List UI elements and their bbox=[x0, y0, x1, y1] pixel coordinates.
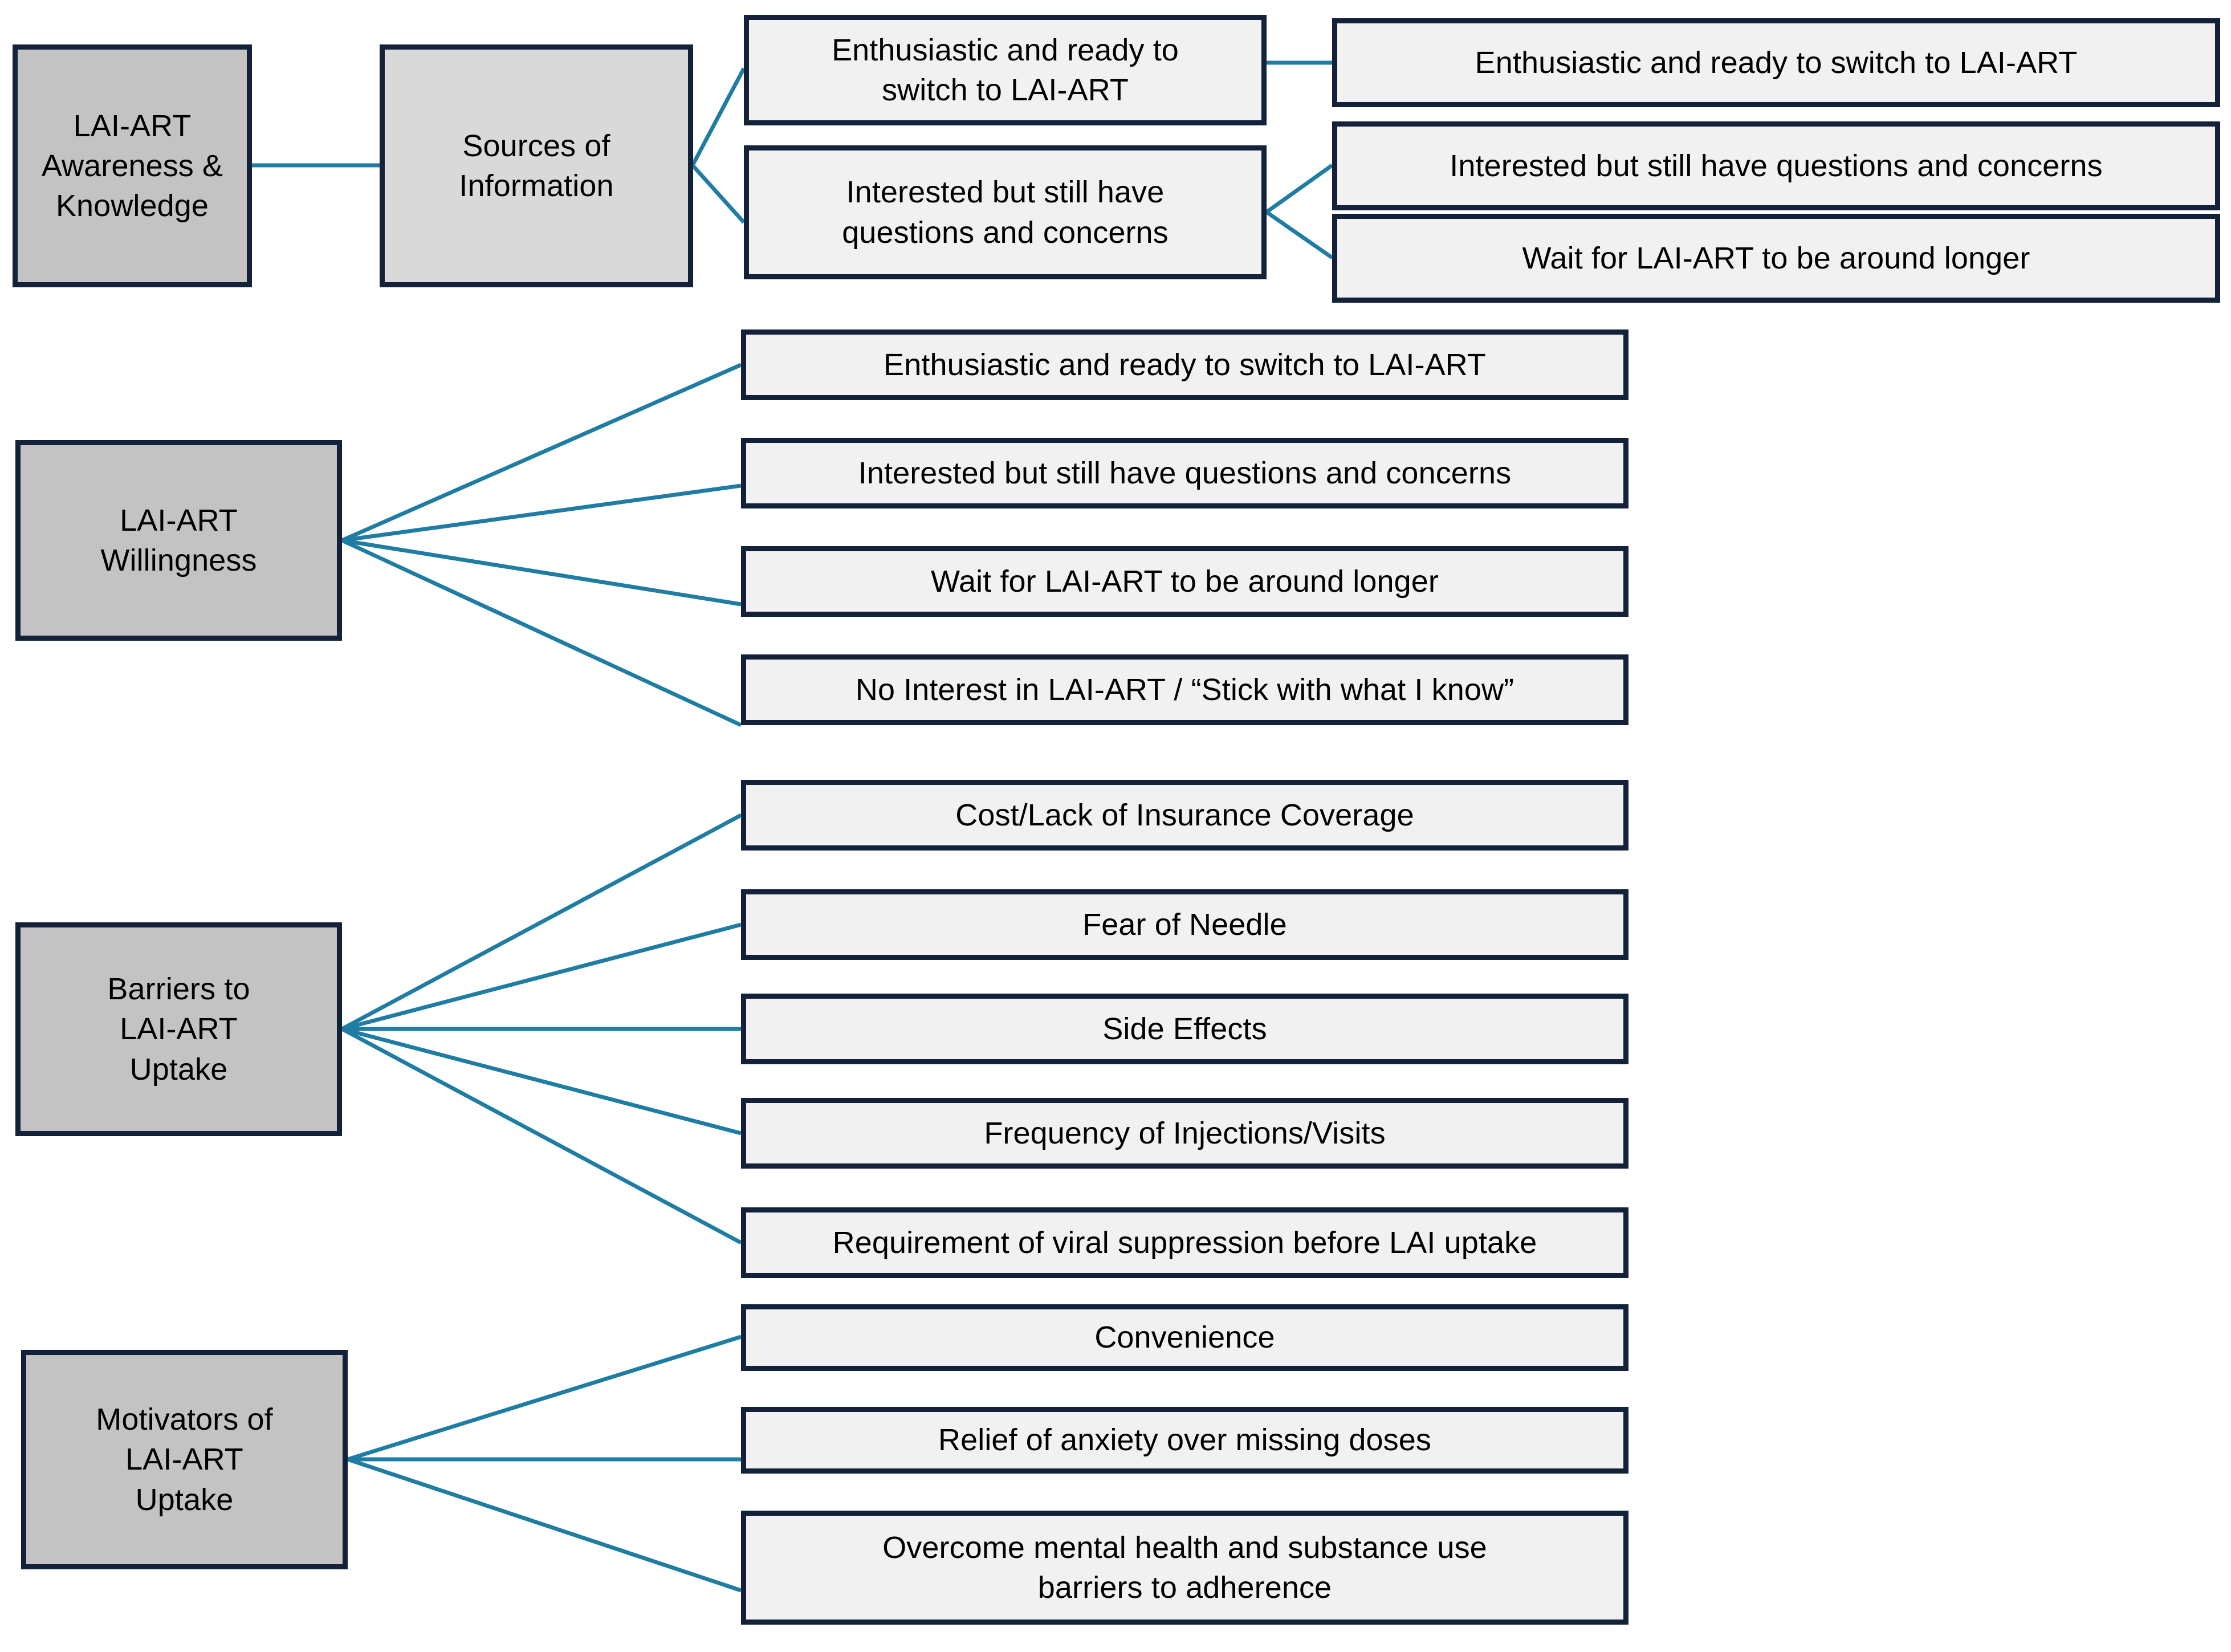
node-awareness-root[interactable]: LAI-ART Awareness & Knowledge bbox=[13, 44, 252, 287]
node-willingness-item-1-label: Enthusiastic and ready to switch to LAI-… bbox=[884, 347, 1486, 382]
node-awareness-middle-1[interactable]: Enthusiastic and ready to switch to LAI-… bbox=[744, 15, 1267, 125]
node-barriers-root-label: Barriers to LAI-ART Uptake bbox=[107, 972, 250, 1087]
connector-middle2-to-right3 bbox=[1265, 210, 1333, 259]
node-barriers-item-4[interactable]: Frequency of Injections/Visits bbox=[741, 1098, 1629, 1169]
node-awareness-middle-1-label: Enthusiastic and ready to switch to LAI-… bbox=[832, 32, 1179, 107]
connector-willingness-2 bbox=[341, 483, 742, 543]
connector-barriers-5 bbox=[341, 1027, 742, 1245]
node-barriers-item-5-label: Requirement of viral suppression before … bbox=[832, 1225, 1537, 1260]
node-motivators-item-1-label: Convenience bbox=[1094, 1320, 1275, 1355]
node-barriers-item-2-label: Fear of Needle bbox=[1082, 907, 1287, 942]
node-barriers-item-2[interactable]: Fear of Needle bbox=[741, 889, 1629, 960]
node-barriers-root[interactable]: Barriers to LAI-ART Uptake bbox=[15, 922, 342, 1136]
node-awareness-right-2-label: Interested but still have questions and … bbox=[1450, 148, 2103, 183]
node-motivators-root-label: Motivators of LAI-ART Uptake bbox=[96, 1402, 273, 1517]
node-willingness-item-4[interactable]: No Interest in LAI-ART / “Stick with wha… bbox=[741, 654, 1629, 725]
node-awareness-right-3[interactable]: Wait for LAI-ART to be around longer bbox=[1332, 214, 2220, 303]
node-motivators-item-3-label: Overcome mental health and substance use… bbox=[882, 1530, 1487, 1605]
connector-willingness-3 bbox=[341, 538, 742, 607]
connector-middle2-to-right2 bbox=[1265, 164, 1334, 214]
node-motivators-root[interactable]: Motivators of LAI-ART Uptake bbox=[21, 1350, 348, 1569]
connector-stage-to-middle-1 bbox=[690, 67, 746, 166]
node-barriers-item-5[interactable]: Requirement of viral suppression before … bbox=[741, 1207, 1629, 1278]
node-willingness-root-label: LAI-ART Willingness bbox=[100, 503, 257, 577]
node-willingness-item-2[interactable]: Interested but still have questions and … bbox=[741, 438, 1629, 508]
node-sources-of-information-label: Sources of Information bbox=[459, 128, 614, 203]
connector-motivators-1 bbox=[347, 1334, 742, 1462]
connector-stage-to-middle-2 bbox=[691, 164, 746, 224]
node-motivators-item-2[interactable]: Relief of anxiety over missing doses bbox=[741, 1407, 1629, 1474]
connector-motivators-3 bbox=[347, 1457, 742, 1593]
node-awareness-right-1[interactable]: Enthusiastic and ready to switch to LAI-… bbox=[1332, 18, 2220, 107]
node-awareness-right-3-label: Wait for LAI-ART to be around longer bbox=[1522, 241, 2030, 275]
node-barriers-item-3[interactable]: Side Effects bbox=[741, 994, 1629, 1064]
connector-willingness-4 bbox=[341, 538, 742, 727]
node-awareness-middle-2-label: Interested but still have questions and … bbox=[842, 175, 1169, 250]
node-barriers-item-4-label: Frequency of Injections/Visits bbox=[984, 1116, 1386, 1150]
connector-barriers-4 bbox=[341, 1027, 742, 1136]
node-motivators-item-3[interactable]: Overcome mental health and substance use… bbox=[741, 1511, 1629, 1625]
connector-willingness-1 bbox=[341, 363, 742, 543]
node-motivators-item-2-label: Relief of anxiety over missing doses bbox=[938, 1423, 1431, 1458]
node-awareness-middle-2[interactable]: Interested but still have questions and … bbox=[744, 145, 1267, 279]
node-willingness-root[interactable]: LAI-ART Willingness bbox=[15, 440, 342, 641]
node-sources-of-information[interactable]: Sources of Information bbox=[380, 44, 693, 287]
node-willingness-item-3-label: Wait for LAI-ART to be around longer bbox=[930, 564, 1439, 599]
node-awareness-root-label: LAI-ART Awareness & Knowledge bbox=[41, 108, 223, 223]
node-willingness-item-2-label: Interested but still have questions and … bbox=[858, 455, 1512, 490]
connector-barriers-1 bbox=[341, 813, 742, 1031]
node-motivators-item-1[interactable]: Convenience bbox=[741, 1304, 1629, 1371]
connector-barriers-2 bbox=[341, 922, 742, 1031]
node-willingness-item-1[interactable]: Enthusiastic and ready to switch to LAI-… bbox=[741, 329, 1629, 400]
node-willingness-item-4-label: No Interest in LAI-ART / “Stick with wha… bbox=[855, 672, 1515, 707]
node-barriers-item-1[interactable]: Cost/Lack of Insurance Coverage bbox=[741, 780, 1629, 851]
node-barriers-item-1-label: Cost/Lack of Insurance Coverage bbox=[955, 797, 1414, 832]
node-awareness-right-2[interactable]: Interested but still have questions and … bbox=[1332, 121, 2220, 210]
node-willingness-item-3[interactable]: Wait for LAI-ART to be around longer bbox=[741, 546, 1629, 617]
node-awareness-right-1-label: Enthusiastic and ready to switch to LAI-… bbox=[1475, 45, 2078, 80]
node-barriers-item-3-label: Side Effects bbox=[1102, 1011, 1267, 1046]
